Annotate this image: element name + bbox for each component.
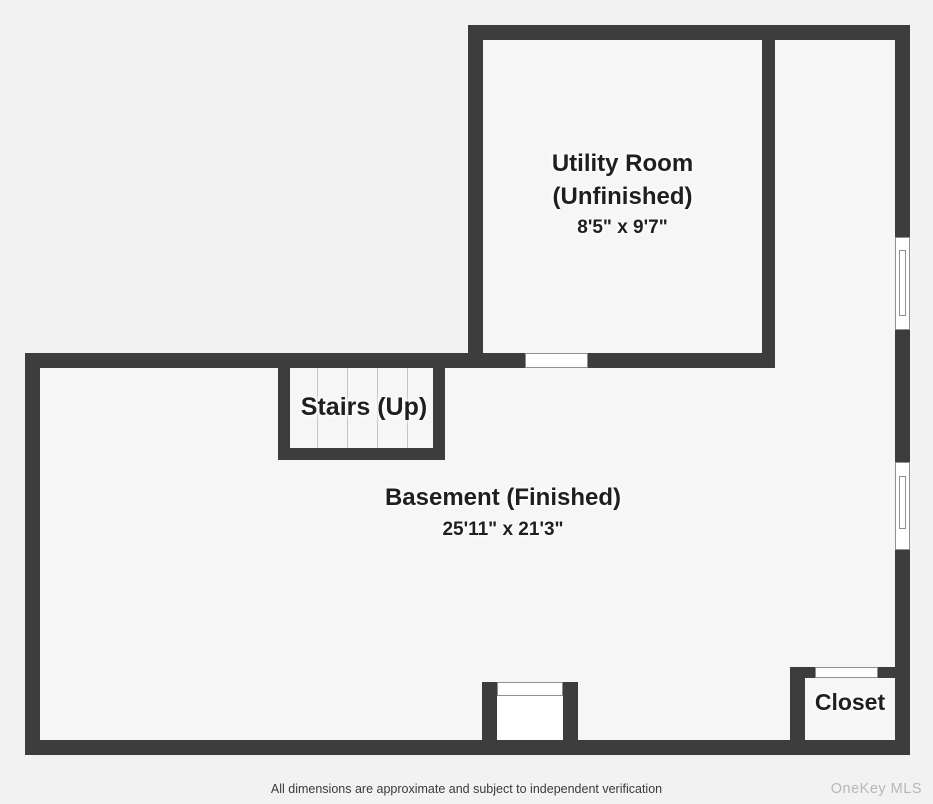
- utility-room-dimensions: 8'5" x 9'7": [577, 217, 668, 239]
- closet-wall-left: [790, 667, 805, 755]
- basement-wall-top: [25, 353, 775, 368]
- stair-tread-line: [347, 368, 348, 448]
- exterior-wall-right: [895, 25, 910, 755]
- basement-label: Basement (Finished) 25'11" x 21'3": [288, 481, 718, 543]
- stair-tread-line: [317, 368, 318, 448]
- exterior-wall-top: [468, 25, 910, 40]
- basement-dimensions: 25'11" x 21'3": [442, 519, 564, 541]
- stairs-wall-bottom: [278, 448, 445, 460]
- utility-room-status: (Unfinished): [552, 183, 693, 211]
- entry-door-opening: [497, 682, 563, 696]
- onekey-mls-watermark: OneKey MLS: [830, 781, 922, 797]
- disclaimer-text: All dimensions are approximate and subje…: [270, 782, 663, 796]
- window-symbol-upper: [895, 237, 910, 330]
- window-pane: [899, 250, 906, 316]
- closet-label: Closet: [814, 689, 886, 715]
- stairs-wall-right: [433, 368, 445, 460]
- basement-floor: [40, 368, 895, 740]
- utility-room-label: Utility Room (Unfinished) 8'5" x 9'7": [483, 147, 762, 241]
- stairs-wall-left: [278, 368, 290, 460]
- stair-tread-line: [377, 368, 378, 448]
- exterior-wall-left: [25, 353, 40, 755]
- stairs-area: [290, 368, 433, 448]
- basement-name: Basement (Finished): [384, 484, 622, 511]
- utility-room-wall-right: [762, 25, 775, 365]
- window-symbol-lower: [895, 462, 910, 550]
- utility-room-wall-left: [468, 25, 483, 368]
- stair-tread-line: [407, 368, 408, 448]
- utility-room-name: Utility Room: [551, 150, 694, 177]
- entry-alcove-wall-left: [482, 682, 497, 740]
- entry-alcove-wall-right: [563, 682, 578, 740]
- stairs-label: Stairs (Up): [300, 393, 428, 421]
- utility-room-door-opening: [525, 353, 588, 368]
- exterior-wall-bottom: [25, 740, 910, 755]
- window-pane: [899, 476, 906, 529]
- utility-room-floor: [483, 40, 762, 353]
- closet-door-opening: [815, 667, 878, 678]
